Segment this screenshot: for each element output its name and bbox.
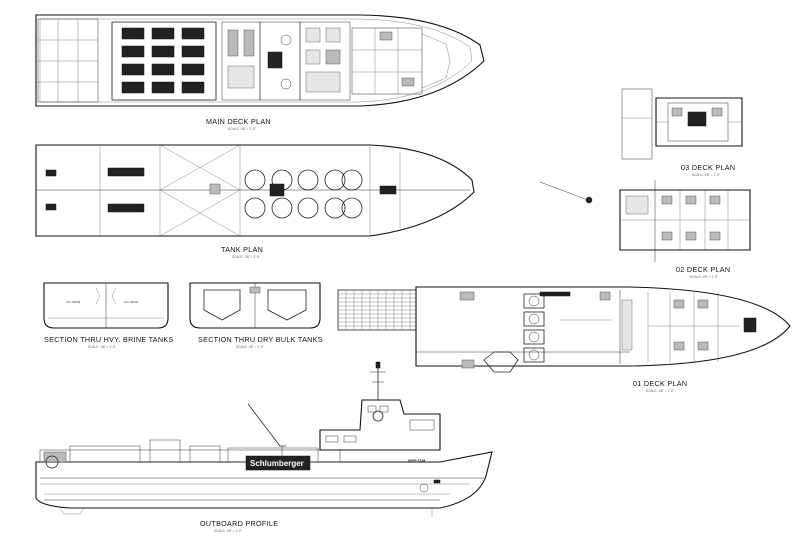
- section-brine-scale: SCALE: 1/8" = 1'-0": [88, 345, 116, 349]
- detail-mark: [539, 181, 593, 204]
- deck-03-plan: 03 DECK PLAN SCALE: 1/8" = 1'-0": [621, 88, 743, 177]
- brand-name: Schlumberger: [250, 459, 304, 468]
- deck-03-scale: SCALE: 1/8" = 1'-0": [692, 173, 720, 177]
- section-dry-scale: SCALE: 1/8" = 1'-0": [236, 345, 264, 349]
- deck-01-title: 01 DECK PLAN: [633, 379, 687, 388]
- brand-band: [245, 455, 311, 471]
- vessel-name: DEEP STIM: [408, 459, 425, 463]
- section-dry-bulk-tanks: SECTION THRU DRY BULK TANKS SCALE: 1/8" …: [189, 282, 323, 349]
- deck-01-hull-outline: [415, 286, 791, 367]
- frac-pump-skids: [111, 21, 217, 101]
- main-deck-scale: SCALE: 1/8" = 1'-0": [228, 127, 256, 131]
- deck-02-title: 02 DECK PLAN: [676, 265, 730, 274]
- outboard-profile: Schlumberger DEEP STIM OUTBOARD PROFILE …: [35, 361, 493, 533]
- profile-scale: SCALE: 1/8" = 1'-0": [214, 529, 242, 533]
- profile-title: OUTBOARD PROFILE: [200, 519, 278, 528]
- dry-bulk-tanks: [244, 169, 363, 219]
- tank-plan-scale: SCALE: 1/8" = 1'-0": [232, 255, 260, 259]
- section-brine-tanks: HVY. BRINE HVY. BRINE SECTION THRU HVY. …: [43, 282, 174, 349]
- deck-02-plan: 02 DECK PLAN SCALE: 1/8" = 1'-0": [619, 180, 751, 279]
- profile-superstructure: [319, 399, 441, 451]
- deck-02-scale: SCALE: 1/8" = 1'-0": [690, 275, 718, 279]
- aft-work-deck: [37, 18, 99, 103]
- main-deck-plan: MAIN DECK PLAN SCALE: 1/8" = 1'-0": [35, 14, 485, 131]
- main-deck-title: MAIN DECK PLAN: [206, 117, 271, 126]
- section-dry-title: SECTION THRU DRY BULK TANKS: [198, 335, 323, 344]
- brine-tank-label-2: HVY. BRINE: [124, 300, 139, 304]
- tank-plan-title: TANK PLAN: [221, 245, 263, 254]
- brine-tank-label-1: HVY. BRINE: [66, 300, 81, 304]
- tank-plan: TANK PLAN SCALE: 1/8" = 1'-0": [35, 144, 475, 259]
- deck-01-scale: SCALE: 1/8" = 1'-0": [646, 389, 674, 393]
- tank-plan-hull-outline: [35, 144, 475, 237]
- deck-01-plan: 01 DECK PLAN SCALE: 1/8" = 1'-0": [337, 286, 791, 393]
- section-brine-title: SECTION THRU HVY. BRINE TANKS: [44, 335, 174, 344]
- deck-03-title: 03 DECK PLAN: [681, 163, 735, 172]
